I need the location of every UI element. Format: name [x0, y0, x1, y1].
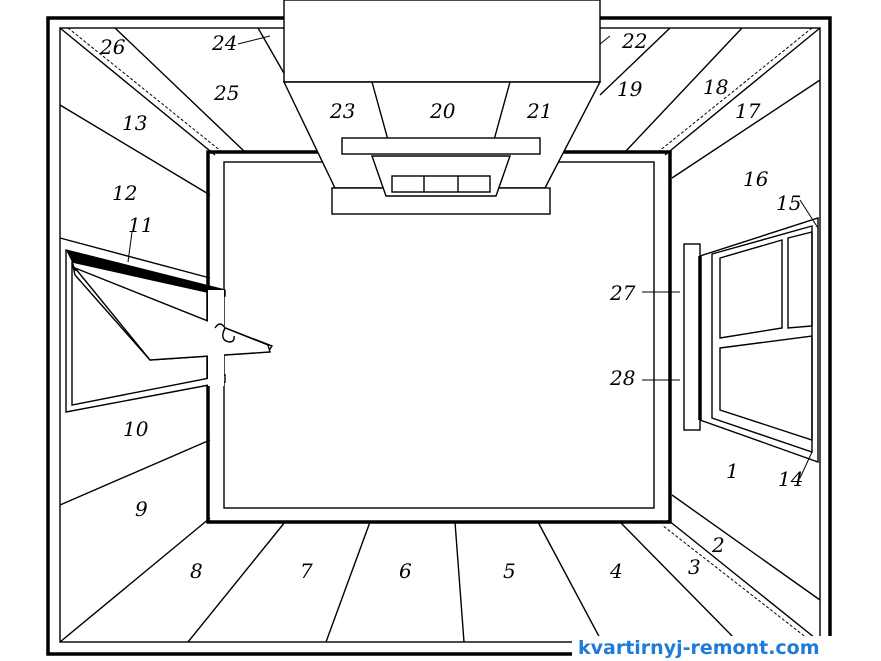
label-7: 7 [300, 559, 313, 583]
leader-lines [127, 35, 819, 479]
door [65, 249, 274, 413]
corner-bottom-left [59, 517, 211, 643]
label-14: 14 [778, 467, 803, 491]
label-20: 20 [429, 99, 456, 123]
label-24: 24 [211, 31, 237, 55]
corner-top-left [59, 27, 216, 156]
left-wall-panels [59, 104, 211, 506]
number-labels: 1 2 3 4 5 6 7 8 9 10 11 12 13 14 15 16 1… [99, 29, 803, 583]
label-27: 27 [609, 281, 636, 305]
label-4: 4 [609, 559, 623, 583]
label-1: 1 [726, 459, 739, 483]
label-10: 10 [123, 417, 149, 441]
label-6: 6 [399, 559, 412, 583]
watermark: kvartirnyj-remont.com [578, 637, 820, 659]
label-21: 21 [526, 99, 552, 123]
label-13: 13 [122, 111, 147, 135]
corner-top-left-dash [67, 27, 223, 153]
label-8: 8 [190, 559, 203, 583]
ceiling-panels-right [599, 27, 743, 153]
label-17: 17 [735, 99, 761, 123]
label-2: 2 [711, 533, 725, 557]
back-wall-inner [223, 161, 655, 509]
corner-bottom-right [667, 519, 821, 643]
corner-bottom-right-dash [661, 524, 813, 643]
label-22: 22 [621, 29, 647, 53]
label-25: 25 [213, 81, 239, 105]
label-18: 18 [703, 75, 728, 99]
window [683, 217, 819, 463]
label-28: 28 [609, 366, 635, 390]
corner-top-right [664, 27, 821, 156]
corner-top-right-dash [657, 27, 813, 153]
ceiling-bulkhead [282, 0, 602, 215]
floor-boards [187, 521, 739, 643]
label-9: 9 [135, 497, 148, 521]
right-wall-panels [671, 79, 821, 601]
label-23: 23 [329, 99, 355, 123]
label-19: 19 [617, 77, 643, 101]
label-16: 16 [743, 167, 769, 191]
label-3: 3 [688, 555, 701, 579]
label-11: 11 [128, 213, 153, 237]
ceiling-panels-left [114, 27, 286, 153]
label-5: 5 [503, 559, 516, 583]
label-15: 15 [776, 191, 801, 215]
door-handle-icon [214, 323, 235, 343]
label-26: 26 [99, 35, 126, 59]
label-12: 12 [112, 181, 137, 205]
